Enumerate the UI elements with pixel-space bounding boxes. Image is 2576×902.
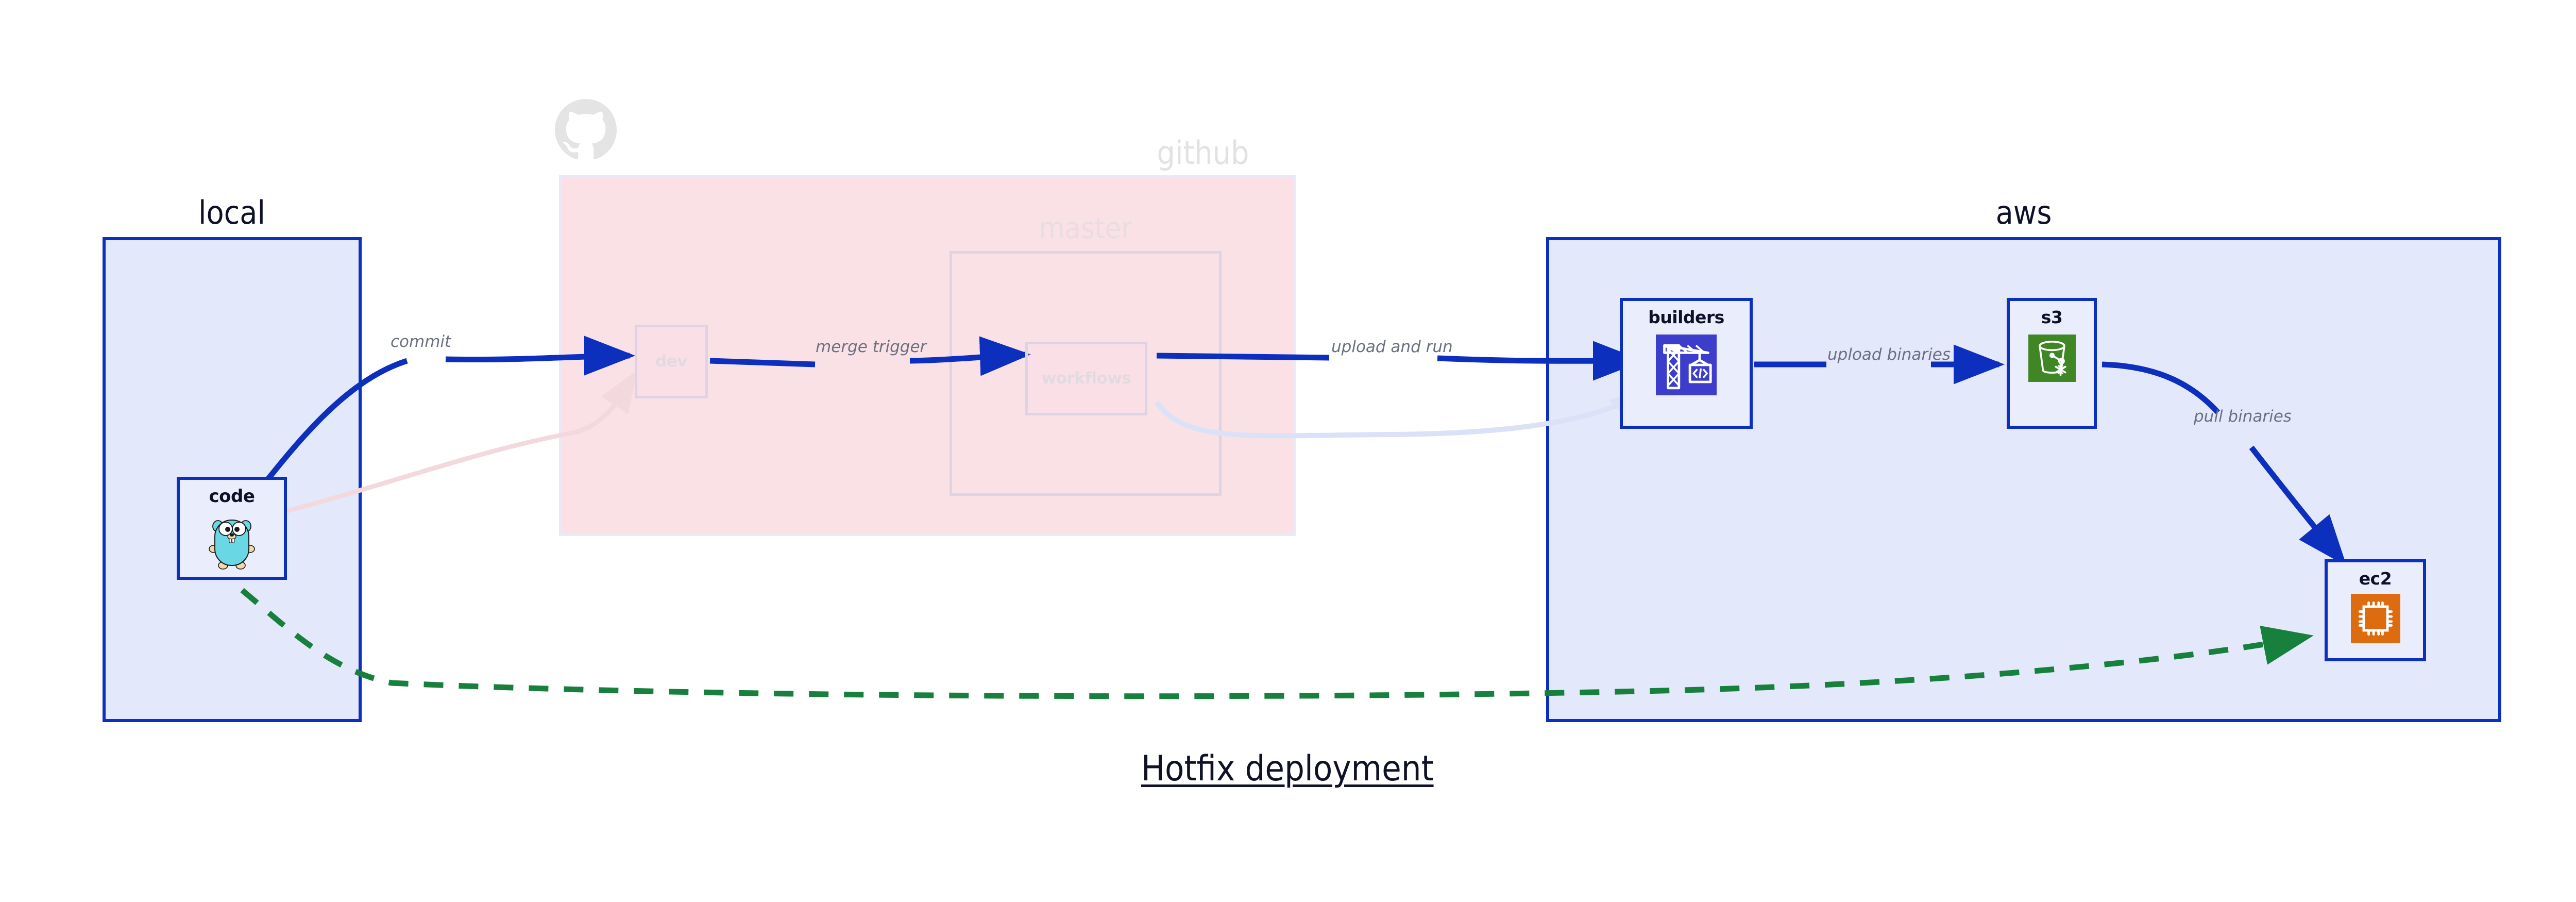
aws-ec2-icon	[2350, 594, 2400, 645]
edge-label-merge-trigger: merge trigger	[816, 338, 927, 356]
node-code[interactable]: code	[177, 477, 287, 580]
node-s3-label: s3	[2041, 307, 2063, 327]
cluster-title-master: master	[1039, 211, 1132, 245]
cluster-title-local: local	[198, 194, 265, 231]
diagram-title: Hotfix deployment	[1141, 748, 1434, 789]
node-dev-label: dev	[655, 352, 687, 371]
edge-label-commit: commit	[391, 332, 451, 351]
node-workflows[interactable]: workflows	[1025, 342, 1147, 415]
aws-codebuild-icon	[1656, 335, 1717, 397]
node-ec2[interactable]: ec2	[2325, 559, 2426, 661]
github-octocat-logo	[555, 99, 617, 161]
node-code-label: code	[209, 486, 255, 507]
node-ec2-label: ec2	[2359, 569, 2392, 589]
edge-label-pull-binaries: pull binaries	[2194, 407, 2292, 426]
node-builders-label: builders	[1648, 307, 1724, 327]
edge-label-upload-binaries: upload binaries	[1827, 345, 1951, 364]
node-builders[interactable]: builders	[1620, 298, 1753, 429]
node-workflows-label: workflows	[1041, 369, 1131, 388]
go-gopher-icon	[208, 514, 256, 572]
edge-label-upload-and-run: upload and run	[1331, 338, 1453, 356]
cluster-master	[950, 251, 1222, 496]
cluster-title-github: github	[1157, 134, 1249, 172]
node-dev[interactable]: dev	[635, 325, 708, 398]
cluster-title-aws: aws	[1995, 194, 2052, 231]
node-s3[interactable]: s3	[2007, 298, 2097, 429]
aws-s3-glacier-icon	[2028, 335, 2076, 384]
